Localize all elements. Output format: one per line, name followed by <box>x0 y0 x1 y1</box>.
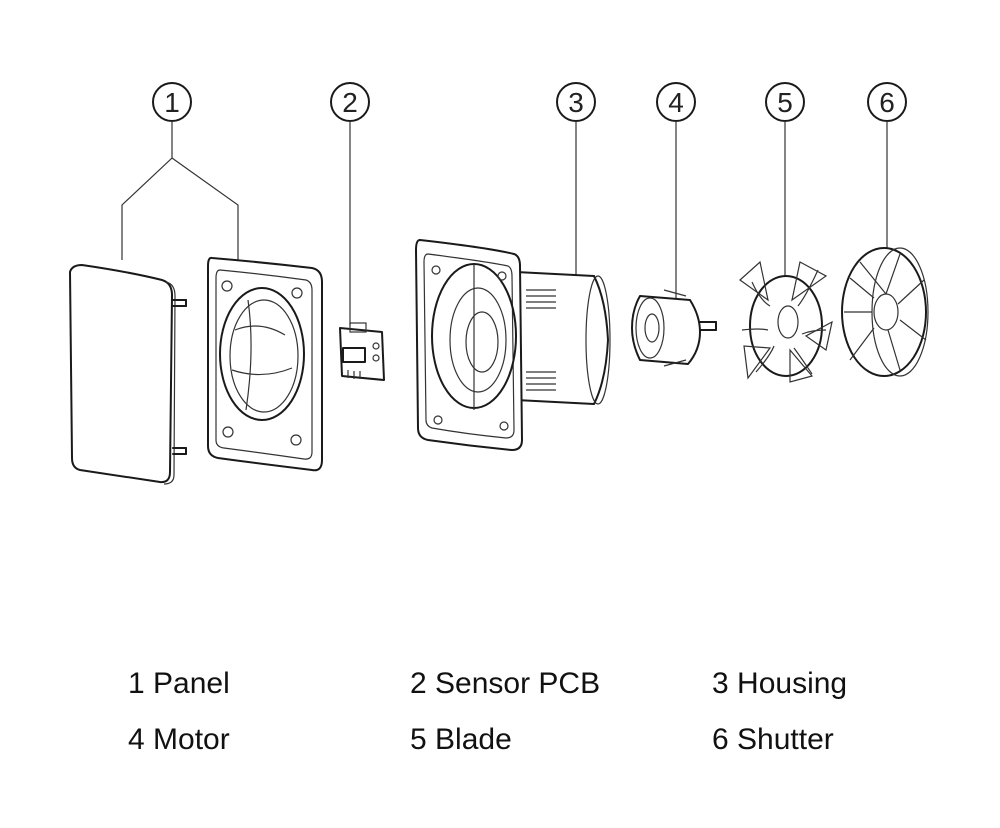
legend-number: 2 <box>410 667 427 700</box>
motor <box>631 289 717 367</box>
legend-item-panel: 1 Panel <box>128 667 230 701</box>
panel-front-cover <box>69 264 187 485</box>
callout-2: 2 <box>330 82 370 122</box>
svg-text:4: 4 <box>668 87 684 118</box>
callout-6: 6 <box>867 82 907 122</box>
legend-label: Blade <box>435 723 512 756</box>
legend-item-blade: 5 Blade <box>410 723 512 757</box>
legend-number: 3 <box>712 667 729 700</box>
callout-5: 5 <box>765 82 805 122</box>
callout-4: 4 <box>656 82 696 122</box>
svg-text:1: 1 <box>164 87 180 118</box>
legend-item-sensor-pcb: 2 Sensor PCB <box>410 667 600 701</box>
svg-text:3: 3 <box>568 87 584 118</box>
blade <box>739 260 833 383</box>
legend-label: Shutter <box>737 723 834 756</box>
svg-text:2: 2 <box>342 87 358 118</box>
leader-lines <box>121 121 888 325</box>
panel-frame <box>207 256 323 472</box>
callout-1: 1 <box>152 82 192 122</box>
svg-text:5: 5 <box>777 87 793 118</box>
housing <box>415 239 611 451</box>
callout-3: 3 <box>556 82 596 122</box>
legend-label: Motor <box>153 723 230 756</box>
legend-number: 6 <box>712 723 729 756</box>
legend-item-housing: 3 Housing <box>712 667 847 701</box>
legend-label: Housing <box>737 667 848 700</box>
legend-item-motor: 4 Motor <box>128 723 230 757</box>
legend-number: 1 <box>128 667 145 700</box>
shutter <box>841 247 929 377</box>
legend-label: Panel <box>153 667 230 700</box>
legend-number: 5 <box>410 723 427 756</box>
svg-text:6: 6 <box>879 87 895 118</box>
legend-number: 4 <box>128 723 145 756</box>
exploded-fan-diagram: 1 2 3 4 5 6 <box>69 82 929 485</box>
legend-label: Sensor PCB <box>435 667 601 700</box>
legend-item-shutter: 6 Shutter <box>712 723 834 757</box>
legend: 1 Panel 2 Sensor PCB 3 Housing 4 Motor 5… <box>0 655 1000 805</box>
sensor-pcb <box>339 322 385 381</box>
